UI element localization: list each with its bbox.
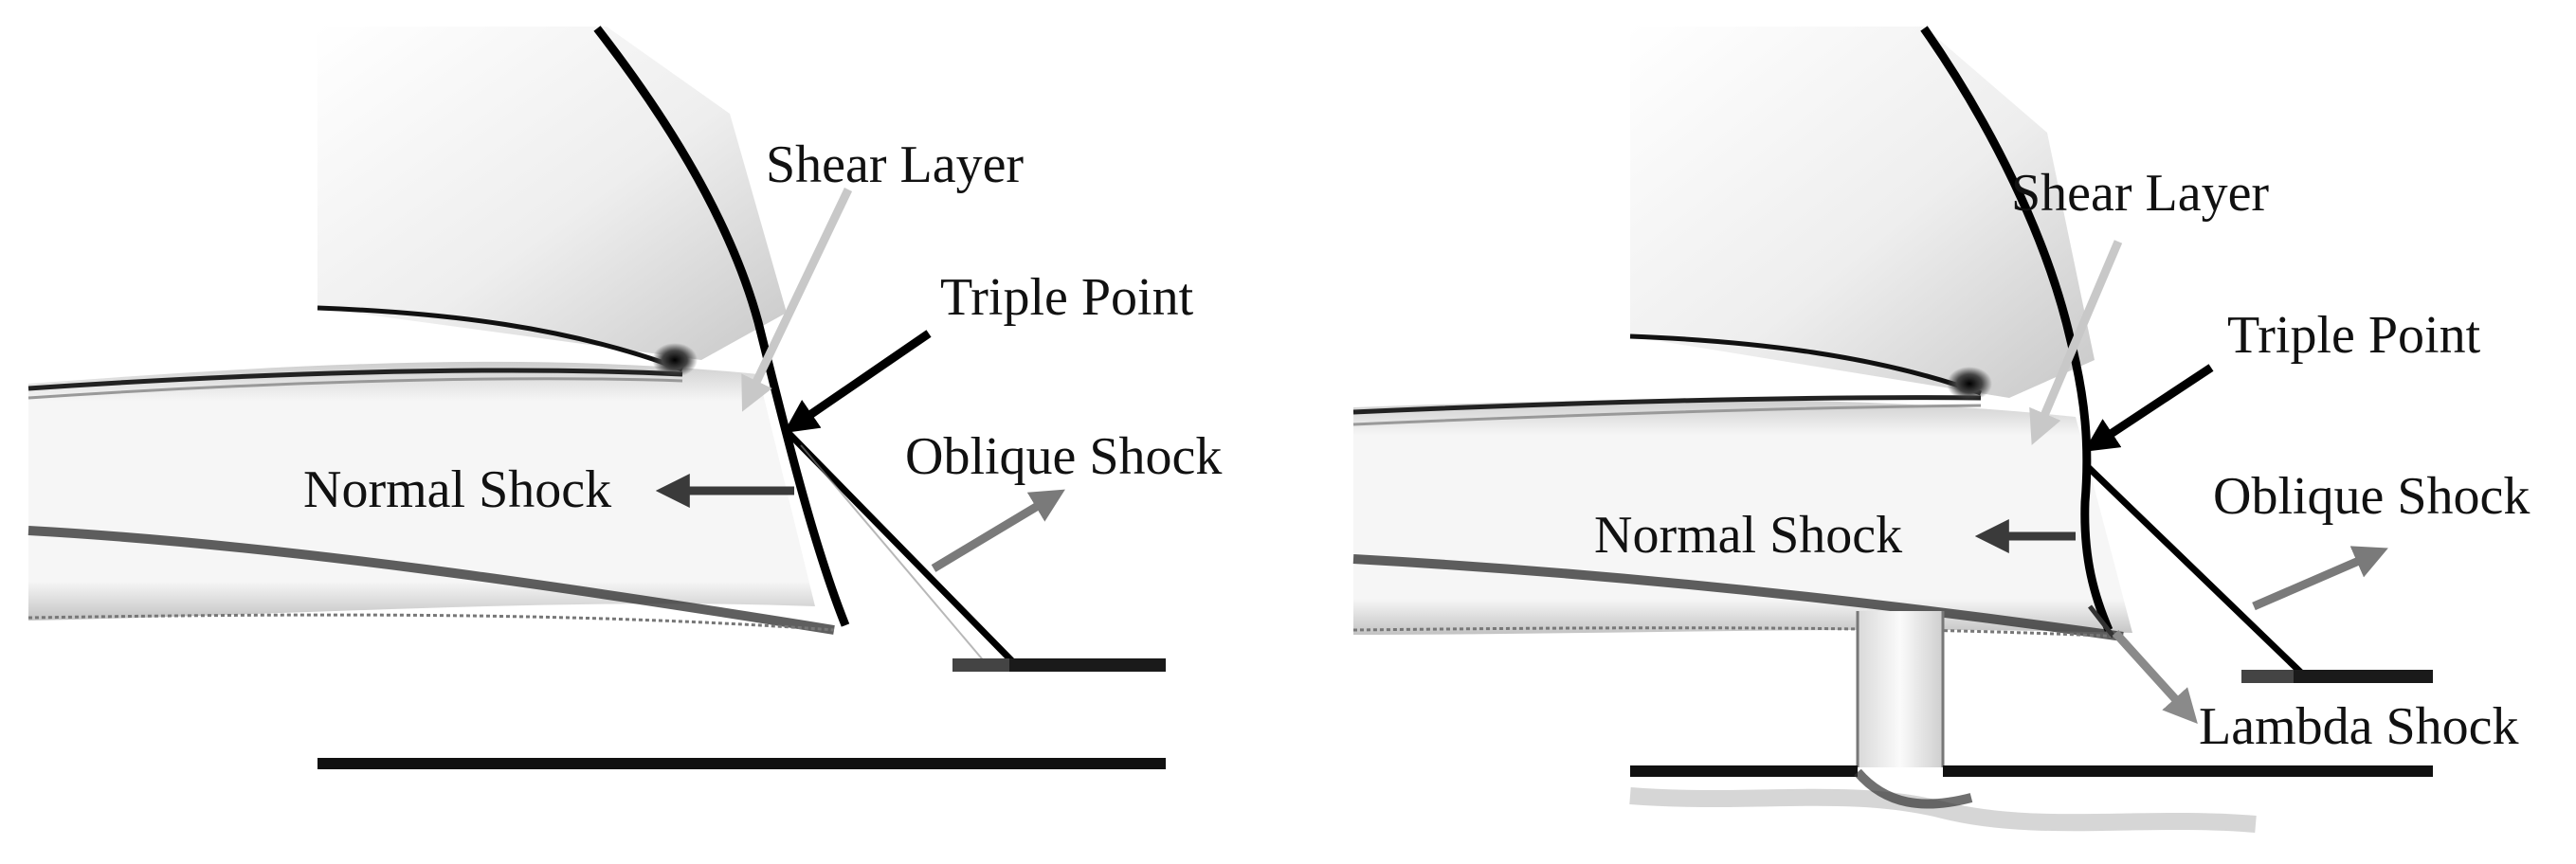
right-triple-point-label: Triple Point (2227, 306, 2481, 365)
right-triple-point-arrow (2083, 364, 2214, 452)
left-triple-point-label: Triple Point (940, 268, 1194, 327)
panel-right: Shear Layer Triple Point Normal Shock Ob… (1352, 26, 2530, 833)
right-lambda-shock-arrow (2112, 629, 2198, 725)
left-triple-point-arrow (783, 330, 932, 434)
right-shear-layer-arrow (2029, 240, 2123, 445)
right-normal-shock-label: Normal Shock (1594, 506, 1902, 565)
left-shear-layer-arrow (741, 188, 853, 412)
left-oblique-shock-label: Oblique Shock (905, 427, 1222, 486)
right-flow-field (1352, 26, 2433, 833)
right-oblique-shock-arrow (2252, 546, 2388, 611)
left-flow-field (27, 26, 1166, 769)
left-oblique-shock-arrow (931, 489, 1065, 572)
right-lambda-shock-label: Lambda Shock (2199, 697, 2518, 756)
panel-left: Shear Layer Triple Point Normal Shock Ob… (27, 26, 1222, 769)
right-shear-layer-label: Shear Layer (2011, 164, 2269, 223)
right-oblique-shock-label: Oblique Shock (2213, 467, 2530, 526)
left-shear-layer-label: Shear Layer (766, 135, 1024, 194)
left-normal-shock-label: Normal Shock (303, 460, 611, 519)
